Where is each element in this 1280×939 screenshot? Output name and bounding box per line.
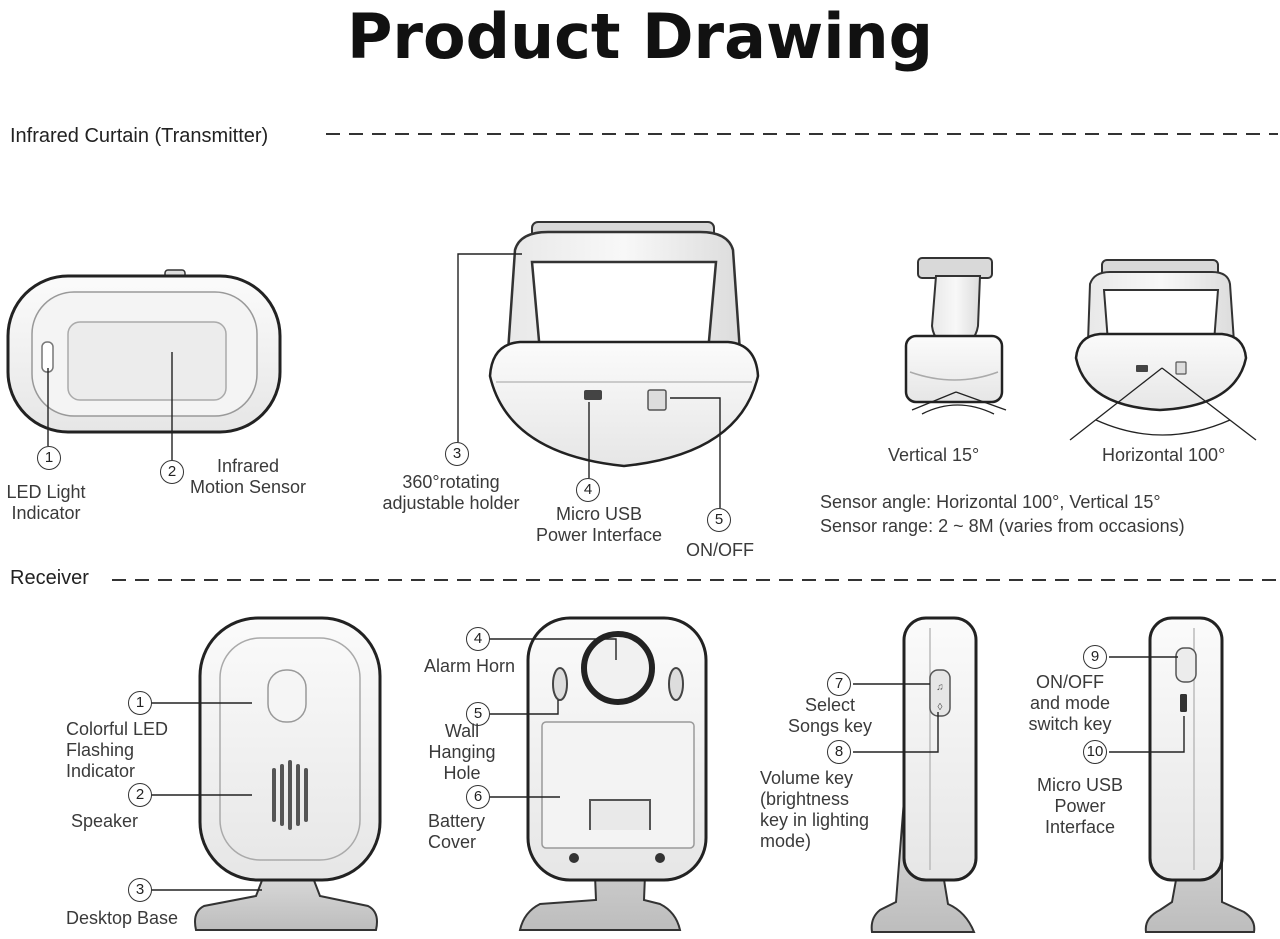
sensor-angle-spec: Sensor angle: Horizontal 100°, Vertical … bbox=[820, 492, 1161, 512]
receiver-callout-4-label: Alarm Horn bbox=[424, 656, 516, 676]
receiver-callout-8-number: 8 bbox=[827, 740, 851, 764]
receiver-front-view bbox=[151, 616, 382, 931]
receiver-callout-3-label: Desktop Base bbox=[66, 908, 179, 928]
transmitter-callout-3-label: 360°rotating adjustable holder bbox=[382, 472, 520, 513]
receiver-callout-1-number: 1 bbox=[128, 691, 152, 715]
receiver-callout-9-label: ON/OFF and mode switch key bbox=[1028, 672, 1112, 734]
transmitter-horizontal-angle-view bbox=[1069, 259, 1257, 441]
transmitter-section-heading: Infrared Curtain (Transmitter) bbox=[10, 124, 277, 148]
vertical-angle-label: Vertical 15° bbox=[888, 445, 980, 465]
transmitter-callout-3-number: 3 bbox=[445, 442, 469, 466]
receiver-callout-10-label: Micro USB Power Interface bbox=[1036, 775, 1123, 837]
transmitter-holder-view bbox=[457, 221, 760, 508]
receiver-callout-5-number: 5 bbox=[466, 702, 490, 726]
receiver-callout-1-label: Colorful LED Flashing Indicator bbox=[66, 719, 169, 781]
transmitter-callout-5-label: ON/OFF bbox=[686, 540, 754, 560]
receiver-callout-6-number: 6 bbox=[466, 785, 490, 809]
horizontal-angle-label: Horizontal 100° bbox=[1102, 445, 1226, 465]
receiver-callout-8-label: Volume key (brightness key in lighting m… bbox=[760, 768, 870, 851]
receiver-callout-10-number: 10 bbox=[1083, 740, 1107, 764]
receiver-callout-7-label: Select Songs key bbox=[787, 695, 873, 736]
transmitter-callout-1-label: LED Light Indicator bbox=[6, 482, 86, 523]
receiver-callout-6-label: Battery Cover bbox=[428, 811, 486, 852]
receiver-callout-3-number: 3 bbox=[128, 878, 152, 902]
receiver-back-view bbox=[490, 616, 708, 931]
transmitter-callout-4-number: 4 bbox=[576, 478, 600, 502]
transmitter-front-view bbox=[6, 269, 282, 460]
svg-text:◊: ◊ bbox=[938, 702, 943, 713]
page-title: Product Drawing bbox=[346, 0, 934, 73]
receiver-callout-9-number: 9 bbox=[1083, 645, 1107, 669]
transmitter-callout-2-label: Infrared Motion Sensor bbox=[189, 456, 307, 497]
transmitter-vertical-angle-view bbox=[904, 257, 1007, 415]
receiver-section-heading: Receiver bbox=[10, 566, 97, 590]
receiver-callout-2-label: Speaker bbox=[71, 811, 139, 831]
sensor-range-spec: Sensor range: 2 ~ 8M (varies from occasi… bbox=[820, 516, 1185, 536]
receiver-callout-5-label: Wall Hanging Hole bbox=[428, 721, 496, 783]
transmitter-callout-1-number: 1 bbox=[37, 446, 61, 470]
transmitter-callout-5-number: 5 bbox=[707, 508, 731, 532]
receiver-side-keys-view: ♫ ◊ bbox=[853, 616, 978, 933]
transmitter-callout-2-number: 2 bbox=[160, 460, 184, 484]
receiver-callout-4-number: 4 bbox=[466, 627, 490, 651]
receiver-callout-7-number: 7 bbox=[827, 672, 851, 696]
receiver-side-usb-view bbox=[1109, 616, 1256, 933]
svg-text:♫: ♫ bbox=[936, 682, 944, 693]
transmitter-callout-4-label: Micro USB Power Interface bbox=[535, 504, 663, 545]
receiver-callout-2-number: 2 bbox=[128, 783, 152, 807]
